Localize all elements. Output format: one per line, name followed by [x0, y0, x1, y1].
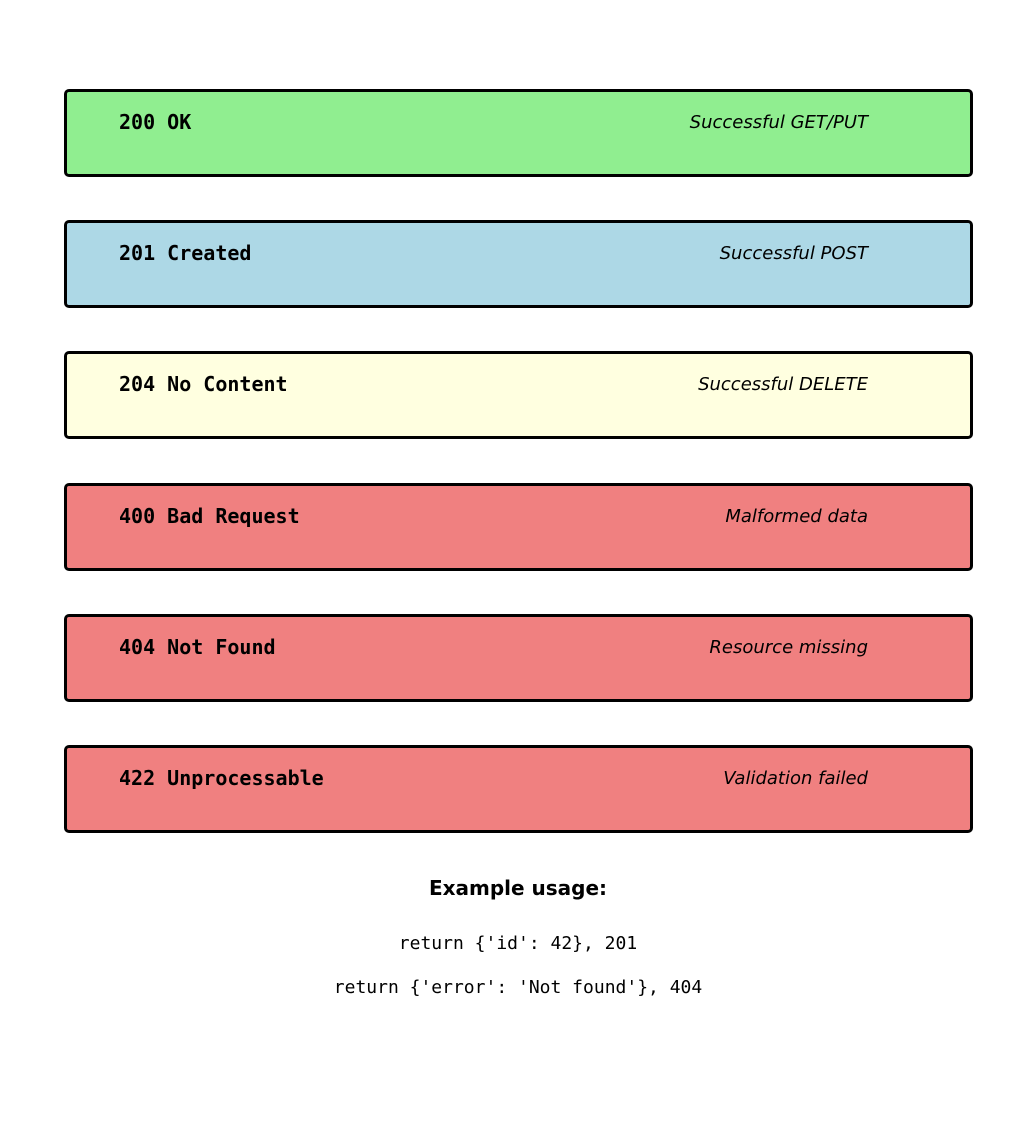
status-code: 400 Bad Request [119, 504, 300, 528]
status-code: 201 Created [119, 241, 252, 265]
status-box-201: 201 Created Successful POST [64, 220, 973, 308]
status-box-422: 422 Unprocessable Validation failed [64, 745, 973, 833]
status-box-200: 200 OK Successful GET/PUT [64, 89, 973, 177]
status-description: Successful DELETE [698, 374, 868, 395]
example-line: return {'error': 'Not found'}, 404 [333, 977, 703, 998]
status-description: Malformed data [725, 506, 868, 527]
status-box-404: 404 Not Found Resource missing [64, 614, 973, 702]
status-description: Successful GET/PUT [689, 112, 868, 133]
status-box-400: 400 Bad Request Malformed data [64, 483, 973, 571]
status-code: 204 No Content [119, 372, 288, 396]
status-code: 200 OK [119, 110, 192, 134]
status-description: Validation failed [723, 768, 868, 789]
example-title: Example usage: [428, 876, 608, 900]
status-description: Successful POST [719, 243, 868, 264]
example-line: return {'id': 42}, 201 [398, 933, 638, 954]
status-code: 404 Not Found [119, 635, 276, 659]
status-code: 422 Unprocessable [119, 766, 324, 790]
status-box-204: 204 No Content Successful DELETE [64, 351, 973, 439]
status-description: Resource missing [709, 637, 868, 658]
